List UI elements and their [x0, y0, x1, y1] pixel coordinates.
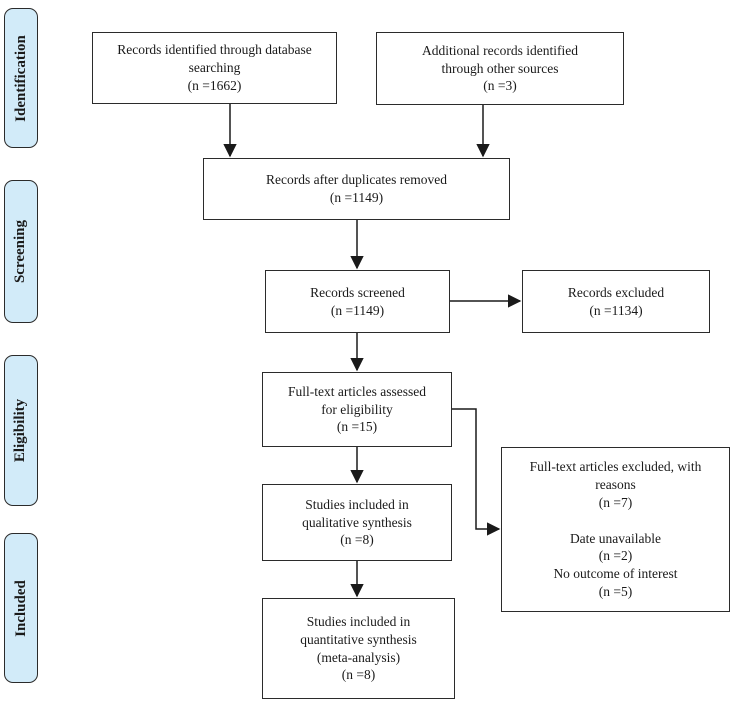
box-additional-records: Additional records identified through ot…: [376, 32, 624, 105]
stage-label-screening: Screening: [4, 180, 38, 323]
box-fulltext-assessed: Full-text articles assessed for eligibil…: [262, 372, 452, 447]
box-text: Studies included in quantitative synthes…: [300, 613, 417, 683]
box-qualitative-synthesis: Studies included in qualitative synthesi…: [262, 484, 452, 561]
stage-label-text: Screening: [12, 219, 29, 284]
box-text: Records excluded (n =1134): [567, 284, 665, 318]
box-quantitative-synthesis: Studies included in quantitative synthes…: [262, 598, 455, 699]
stage-label-eligibility: Eligibility: [4, 355, 38, 506]
box-records-after-duplicates: Records after duplicates removed (n =114…: [203, 158, 510, 220]
box-text: Records identified through database sear…: [117, 42, 312, 93]
box-text: Records screened (n =1149): [310, 284, 405, 318]
box-text: Additional records identified through ot…: [422, 42, 578, 94]
stage-label-text: Identification: [12, 34, 29, 122]
box-text: Studies included in qualitative synthesi…: [302, 496, 412, 548]
stage-label-text: Included: [12, 579, 29, 637]
box-fulltext-excluded: Full-text articles excluded, with reason…: [501, 447, 730, 612]
box-text: Full-text articles assessed for eligibil…: [288, 383, 426, 435]
box-records-excluded: Records excluded (n =1134): [522, 270, 710, 333]
stage-label-identification: Identification: [4, 8, 38, 148]
box-records-screened: Records screened (n =1149): [265, 270, 450, 333]
box-text: Full-text articles excluded, with reason…: [529, 459, 702, 599]
stage-label-included: Included: [4, 533, 38, 683]
stage-label-text: Eligibility: [12, 398, 29, 463]
arrow-fulltext-to-fulltext-excluded: [452, 408, 501, 536]
box-text: Records after duplicates removed (n =114…: [265, 172, 448, 205]
box-records-identified-database: Records identified through database sear…: [92, 32, 337, 104]
